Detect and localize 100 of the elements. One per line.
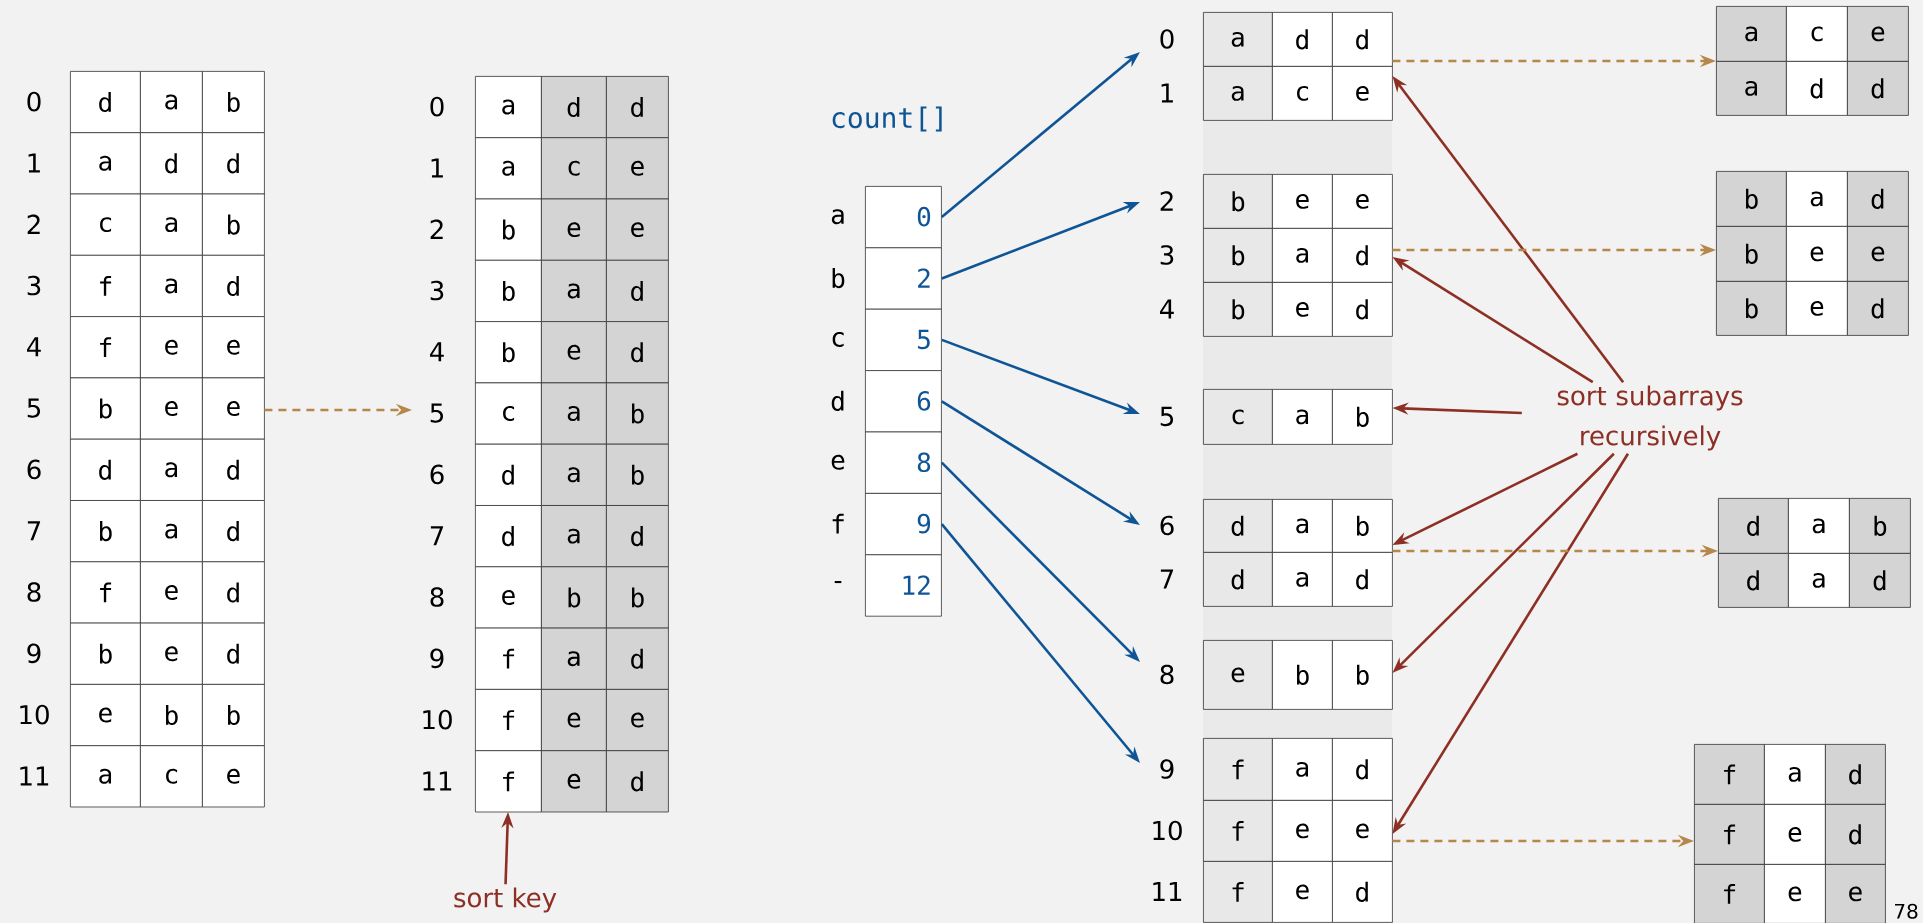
table-cell: d [1718,553,1789,608]
table-cell: a [1272,552,1333,607]
table-cell: a [1203,66,1273,121]
row-index: 6 [27,459,41,480]
table-cell: d [541,76,607,139]
array-cell: 6 [865,370,942,433]
table-cell: a [541,505,607,568]
row-index: 5 [430,403,443,423]
table-cell: e [140,377,203,440]
table-cell: d [1849,553,1911,608]
table-cell: d [202,438,265,501]
table-cell: e [1203,640,1273,710]
table-cell: e [1764,864,1826,923]
row-index: 10 [20,704,49,725]
table-cell: e [1332,66,1393,121]
row-index: 5 [1160,406,1173,427]
table-cell: e [1786,226,1848,282]
table-cell: e [1847,6,1909,62]
table-cell: f [70,316,141,379]
table-cell: b [606,566,669,629]
table-cell: d [1272,12,1333,67]
table-cell: a [1272,228,1333,283]
table-cell: d [1718,498,1789,554]
table-cell: d [1203,499,1273,553]
table-cell: c [541,137,607,200]
table-cell: a [541,627,607,690]
row-letter: - [834,581,842,584]
row-index: 4 [27,337,41,357]
table-cell: f [1694,864,1765,923]
table-cell: f [1694,804,1765,865]
table-cell: e [541,198,607,261]
table-cell: e [1847,226,1909,282]
row-index: 4 [1160,299,1174,319]
table-cell: a [140,71,203,134]
table-cell: e [202,377,265,440]
table-cell: d [1203,552,1273,607]
array-cell: 9 [865,493,942,556]
array-cell: 8 [865,431,942,494]
row-index: 7 [430,526,444,546]
table-cell: a [1716,6,1787,62]
table-cell: e [541,689,607,752]
table-cell: e [1332,174,1393,229]
table-cell: b [541,566,607,629]
table-cell: a [1272,389,1333,445]
table-cell: e [1825,864,1886,923]
table-cell: e [606,198,669,261]
table-cell: b [1272,640,1333,710]
table-cell: b [475,321,542,384]
table-cell: e [1272,800,1333,862]
array-cell: 12 [865,554,942,617]
table-cell: a [140,193,203,256]
row-index: 8 [27,582,41,602]
table-cell: f [1203,861,1273,923]
array-cell: 0 [865,186,942,249]
row-letter: d [831,390,844,411]
table-cell: d [202,254,265,317]
table-cell: c [70,193,141,256]
table-cell: c [1786,6,1848,62]
table-cell: e [1272,174,1333,229]
table-cell: b [606,443,669,506]
row-index: 8 [430,587,444,607]
row-index: 9 [1160,759,1174,779]
table-cell: b [1332,499,1393,553]
row-index: 9 [430,648,444,669]
table-cell: f [70,254,141,317]
row-index: 2 [27,214,40,234]
row-index: 0 [27,91,41,112]
table-cell: a [140,500,203,563]
table-cell: b [70,377,141,440]
table-cell: e [1332,800,1393,862]
table-cell: e [606,689,669,752]
annotation-text: sort key [454,887,557,913]
row-index: 1 [431,158,443,178]
table-cell: f [1203,738,1273,801]
row-index: 10 [423,709,452,730]
table-cell: c [1203,389,1273,445]
table-cell: d [475,505,542,568]
table-cell: b [1332,389,1393,445]
table-cell: b [70,500,141,563]
array-heading: count[] [832,106,942,132]
row-index: 8 [1160,664,1174,685]
table-cell: f [475,627,542,690]
table-cell: b [475,198,542,261]
table-cell: d [70,438,141,501]
table-cell: d [606,76,669,139]
table-cell: b [1716,226,1787,282]
table-cell: b [1849,498,1911,554]
table-cell: a [1764,744,1826,805]
table-cell: c [475,382,542,445]
table-cell: f [475,689,542,752]
row-index: 0 [430,96,444,117]
row-index: 5 [27,398,40,418]
table-cell: d [1332,552,1393,607]
row-index: 2 [1160,191,1173,211]
table-cell: e [140,561,203,624]
table-cell: a [140,438,203,501]
table-cell: e [541,750,607,813]
table-cell: d [606,505,669,568]
row-letter: b [832,268,845,289]
row-index: 1 [28,153,40,173]
